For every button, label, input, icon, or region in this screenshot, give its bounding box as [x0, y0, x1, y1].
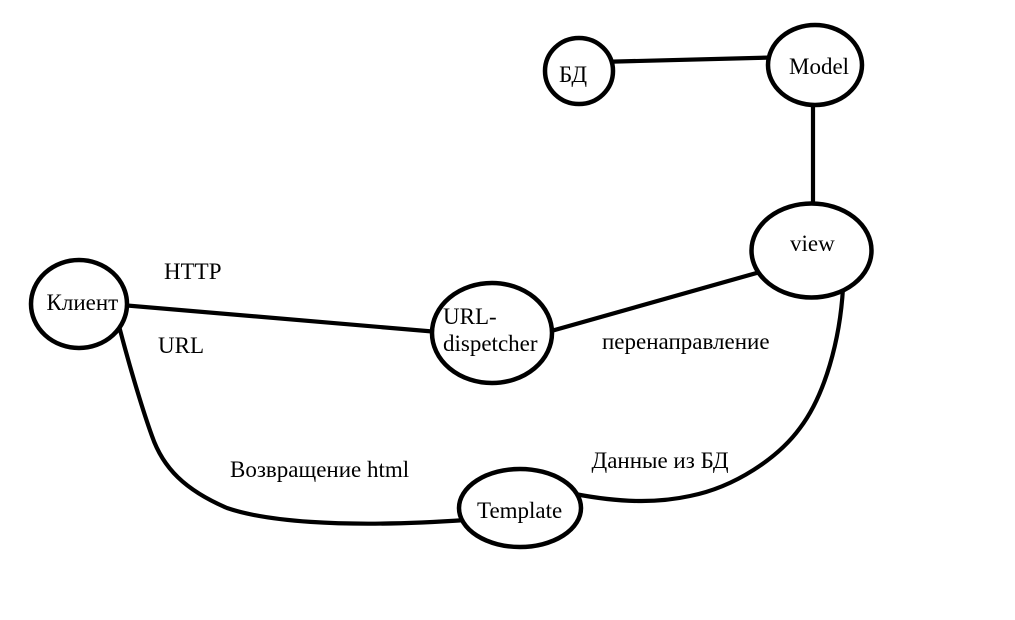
node-template-shape: [456, 466, 584, 550]
node-template-label: Template: [477, 498, 563, 524]
node-client-shape: [28, 257, 130, 351]
edge-client-url-dispatcher: [95, 300, 465, 337]
node-db-label: БД: [559, 62, 588, 87]
edge-db-model: [595, 54, 795, 65]
node-url-dispatcher-label: URL-dispetcher: [443, 303, 538, 357]
edge-label-return-html: Возвращение html: [230, 456, 410, 482]
node-model-label: Model: [789, 53, 850, 79]
node-view-label: view: [790, 230, 835, 256]
node-client-label: Клиент: [46, 290, 119, 315]
node-model-shape: [765, 22, 865, 108]
node-url-dispatcher-label-line1: URL-: [443, 304, 497, 330]
node-url-dispatcher-shape: [429, 280, 555, 386]
nodes-group: [28, 22, 874, 550]
node-url-dispatcher-label-line2: dispetcher: [443, 331, 538, 357]
edge-client-template: [116, 323, 469, 526]
edge-label-redirect: перенаправление: [602, 329, 770, 355]
edge-view-template: [572, 285, 846, 504]
node-view-shape: [749, 201, 874, 300]
node-db-shape: [542, 35, 616, 107]
edge-label-http: HTTP: [164, 259, 222, 285]
edge-label-data-from-db: Данные из БД: [591, 448, 729, 474]
edge-label-url: URL: [158, 332, 204, 358]
